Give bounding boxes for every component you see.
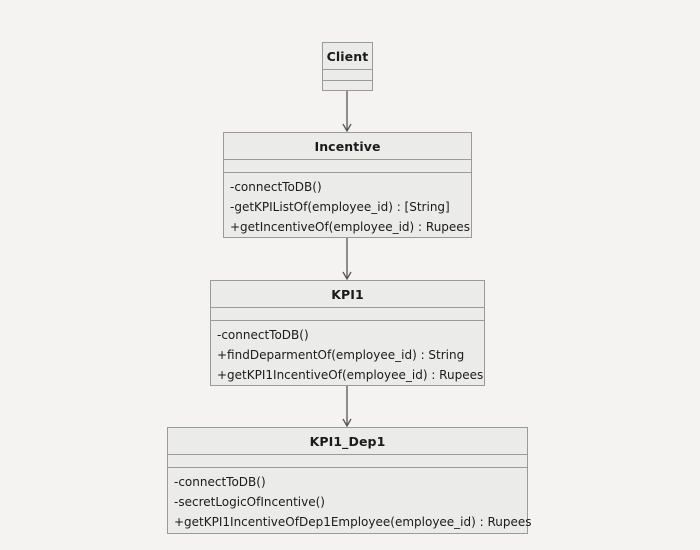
method-get-kpi1-incentive-of: +getKPI1IncentiveOf(employee_id) : Rupee… — [217, 368, 484, 382]
attributes-kpi1-dep1 — [168, 455, 527, 468]
class-kpi1-dep1: KPI1_Dep1 -connectToDB() -secretLogicOfI… — [167, 427, 532, 534]
method-connect-to-db: -connectToDB() — [174, 475, 266, 489]
class-name-kpi1-dep1: KPI1_Dep1 — [168, 428, 527, 455]
class-name-incentive: Incentive — [224, 133, 471, 160]
attributes-kpi1 — [211, 308, 484, 321]
method-get-kpi-list-of: -getKPIListOf(employee_id) : [String] — [230, 200, 450, 214]
methods-kpi1: -connectToDB() +findDeparmentOf(employee… — [211, 321, 484, 385]
methods-incentive: -connectToDB() -getKPIListOf(employee_id… — [224, 173, 471, 237]
class-incentive: Incentive -connectToDB() -getKPIListOf(e… — [223, 132, 472, 238]
method-connect-to-db: -connectToDB() — [217, 328, 309, 342]
attributes-client — [323, 70, 372, 81]
method-get-kpi1-incentive-of-dep1-employee: +getKPI1IncentiveOfDep1Employee(employee… — [174, 515, 532, 529]
method-find-department-of: +findDeparmentOf(employee_id) : String — [217, 348, 465, 362]
method-secret-logic-of-incentive: -secretLogicOfIncentive() — [174, 495, 325, 509]
attributes-incentive — [224, 160, 471, 173]
class-name-client: Client — [323, 43, 372, 70]
class-kpi1: KPI1 -connectToDB() +findDeparmentOf(emp… — [210, 280, 485, 386]
methods-client — [323, 81, 372, 90]
class-name-kpi1: KPI1 — [211, 281, 484, 308]
methods-kpi1-dep1: -connectToDB() -secretLogicOfIncentive()… — [168, 468, 532, 532]
method-connect-to-db: -connectToDB() — [230, 180, 322, 194]
method-get-incentive-of: +getIncentiveOf(employee_id) : Rupees — [230, 220, 470, 234]
class-client: Client — [322, 42, 373, 91]
